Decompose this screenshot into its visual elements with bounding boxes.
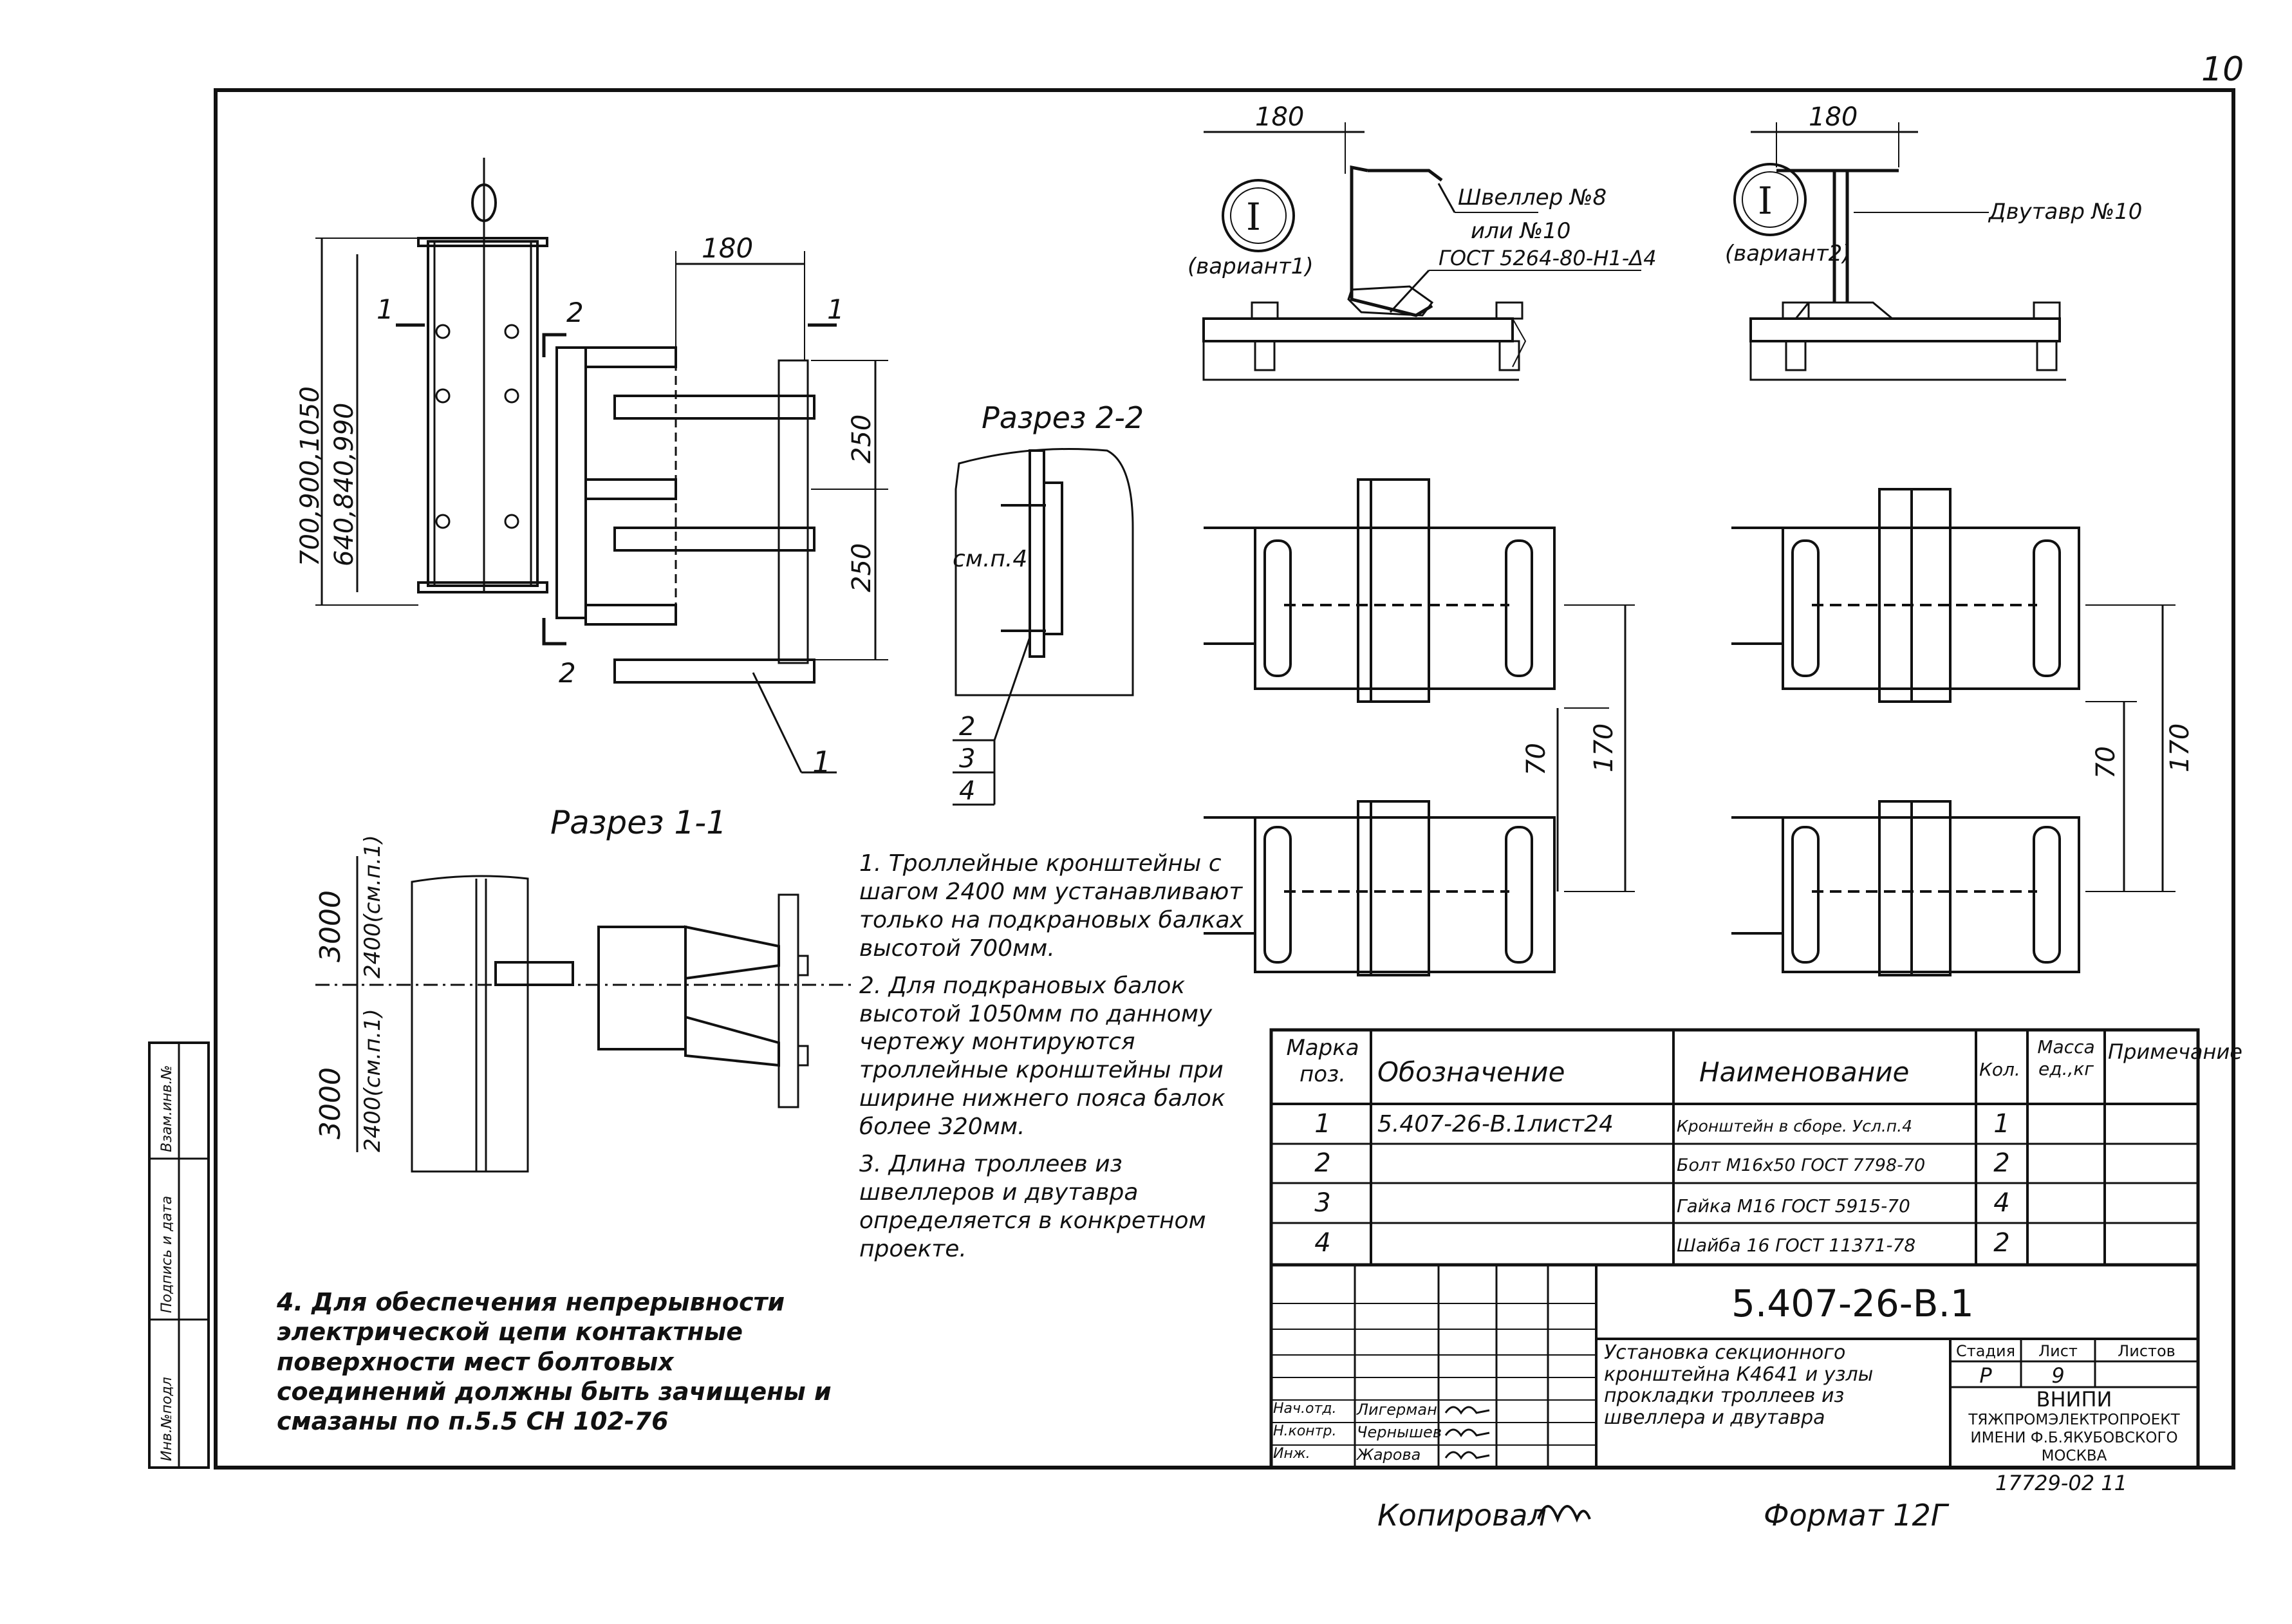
- dim-heights-outer: 700,900,1050: [295, 386, 325, 566]
- dim-170-right: 170: [2165, 723, 2195, 772]
- row2-name: Болт М16х50 ГОСТ 7798-70: [1677, 1155, 1926, 1175]
- dim-180-v2: 180: [1809, 102, 1858, 132]
- sheet-value: 9: [2051, 1363, 2065, 1388]
- callout-1: 1: [812, 745, 831, 779]
- dim-width: 180: [702, 232, 753, 264]
- row3-mark: 3: [1314, 1188, 1331, 1218]
- cut-1-left: 1: [377, 294, 394, 325]
- row1-mark: 1: [1314, 1109, 1331, 1139]
- plan-views: 70 170 70 170: [1204, 478, 2195, 976]
- org-line-3: ИМЕНИ Ф.Б.ЯКУБОВСКОГО: [1970, 1430, 2178, 1446]
- dim-170-left: 170: [1589, 723, 1619, 772]
- cut-2-top: 2: [566, 297, 584, 328]
- stamp-replace-inv: Взам.инв.№: [159, 1065, 175, 1152]
- header-name: Наименование: [1699, 1056, 1910, 1088]
- row4-qty: 2: [1993, 1228, 2010, 1258]
- staff-role-3: Инж.: [1273, 1446, 1310, 1462]
- dim-spacing-bottom: 250: [847, 543, 877, 592]
- stamp-inv-original: Инв.№подл: [159, 1377, 175, 1461]
- row4-mark: 4: [1314, 1228, 1331, 1258]
- stage-value: Р: [1979, 1363, 1992, 1388]
- document-description: Установка секционного кронштейна К4641 и…: [1604, 1341, 1874, 1429]
- header-mass: Масса ед.,кг: [2037, 1036, 2095, 1080]
- node-variant-1: 180 I (вариант1) Швеллер №8 или №10 ГОСТ…: [1188, 102, 1657, 381]
- node-mark-v2: I: [1758, 179, 1773, 223]
- staff-role-2: Н.контр.: [1273, 1423, 1337, 1439]
- bracket-elevation: 180 700,900,1050 640,840,990 250 250 1 1…: [295, 158, 888, 779]
- profile-ibeam-10: Двутавр №10: [1988, 199, 2142, 225]
- document-code: 5.407-26-В.1: [1731, 1282, 1974, 1325]
- header-qty: Кол.: [1979, 1059, 2020, 1080]
- footer-format: Формат 12Г: [1764, 1498, 1950, 1533]
- footer-copied: Копировал: [1377, 1498, 1547, 1533]
- staff-role-1: Нач.отд.: [1273, 1401, 1337, 1417]
- header-designation: Обозначение: [1377, 1056, 1565, 1088]
- footer-number: 17729-02 11: [1995, 1471, 2127, 1495]
- weld-standard: ГОСТ 5264-80-Н1-Δ4: [1439, 246, 1657, 270]
- variant-1-label: (вариант1): [1188, 254, 1314, 279]
- staff-name-2: Чернышев: [1357, 1423, 1442, 1441]
- section-2-2: Разрез 2-2 см.п.4 2 3 4: [953, 400, 1144, 806]
- row1-qty: 1: [1993, 1109, 2010, 1139]
- profile-channel-10: или №10: [1471, 218, 1570, 244]
- header-mark: Марка поз.: [1286, 1035, 1359, 1088]
- dim-70-right: 70: [2091, 746, 2121, 779]
- note-1: 1. Троллейные кронштейны с шагом 2400 мм…: [859, 850, 1244, 962]
- notes-column: 1. Троллейные кронштейны с шагом 2400 мм…: [859, 850, 1245, 1264]
- dim-bottom-1: 3000: [314, 1067, 347, 1139]
- dim-top-1: 3000: [314, 890, 347, 962]
- row1-designation: 5.407-26-В.1лист24: [1377, 1111, 1614, 1137]
- frame-border: [214, 88, 2235, 1470]
- dim-heights-inner: 640,840,990: [330, 403, 359, 566]
- note-2: 2. Для подкрановых балок высотой 1050мм …: [859, 972, 1225, 1141]
- left-stamp: Инв.№подл Подпись и дата Взам.инв.№: [148, 1041, 210, 1469]
- org-line-4: МОСКВА: [2041, 1448, 2107, 1464]
- dim-spacing-top: 250: [847, 415, 877, 463]
- copier-signature: [1537, 1505, 1591, 1523]
- dim-top-2: 2400(см.п.1): [360, 835, 386, 978]
- note-4: 4. Для обеспечения непрерывности электри…: [277, 1288, 832, 1436]
- item-2: 2: [959, 712, 975, 742]
- cut-2-bottom: 2: [559, 657, 576, 689]
- stage-label: Стадия: [1955, 1342, 2016, 1360]
- row2-qty: 2: [1993, 1148, 2010, 1178]
- node-mark-v1: I: [1246, 195, 1261, 239]
- staff-name-3: Жарова: [1357, 1446, 1421, 1464]
- row2-mark: 2: [1314, 1148, 1331, 1178]
- note-4-block: 4. Для обеспечения непрерывности электри…: [277, 1287, 843, 1437]
- row4-name: Шайба 16 ГОСТ 11371-78: [1677, 1235, 1916, 1256]
- item-3: 3: [959, 744, 975, 774]
- node-variant-2: 180 I (вариант2) Двутавр №10: [1725, 102, 2142, 381]
- sheet-label: Лист: [2038, 1342, 2078, 1360]
- cut-1-right: 1: [827, 294, 844, 325]
- staff-signatures: [1444, 1406, 1490, 1460]
- stamp-sign-date: Подпись и дата: [159, 1196, 175, 1313]
- row3-qty: 4: [1993, 1188, 2010, 1218]
- note-3: 3. Длина троллеев из швеллеров и двутавр…: [859, 1151, 1206, 1262]
- header-note: Примечание: [2108, 1040, 2242, 1064]
- title-block: [1269, 1263, 2200, 1470]
- section-2-2-title: Разрез 2-2: [982, 400, 1144, 435]
- section-1-1: Разрез 1-1 3000 2400(см.п.1) 3000 2400(с…: [314, 804, 856, 1173]
- item-4: 4: [959, 776, 975, 806]
- section-1-1-title: Разрез 1-1: [550, 804, 727, 841]
- sheet-number: 10: [2201, 50, 2244, 89]
- org-line-1: ВНИПИ: [2036, 1387, 2112, 1412]
- dim-180-v1: 180: [1255, 102, 1304, 132]
- ref-label: см.п.4: [953, 546, 1027, 572]
- sheets-label: Листов: [2118, 1342, 2176, 1360]
- org-line-2: ТЯЖПРОМЭЛЕКТРОПРОЕКТ: [1968, 1412, 2180, 1428]
- variant-2-label: (вариант2): [1725, 241, 1851, 266]
- row3-name: Гайка М16 ГОСТ 5915-70: [1677, 1195, 1910, 1217]
- staff-name-1: Лигерман: [1357, 1401, 1437, 1419]
- row1-name: Кронштейн в сборе. Усл.п.4: [1677, 1117, 1913, 1135]
- profile-channel-8: Швеллер №8: [1458, 185, 1607, 210]
- dim-70-left: 70: [1522, 743, 1551, 776]
- dim-bottom-2: 2400(см.п.1): [360, 1009, 386, 1152]
